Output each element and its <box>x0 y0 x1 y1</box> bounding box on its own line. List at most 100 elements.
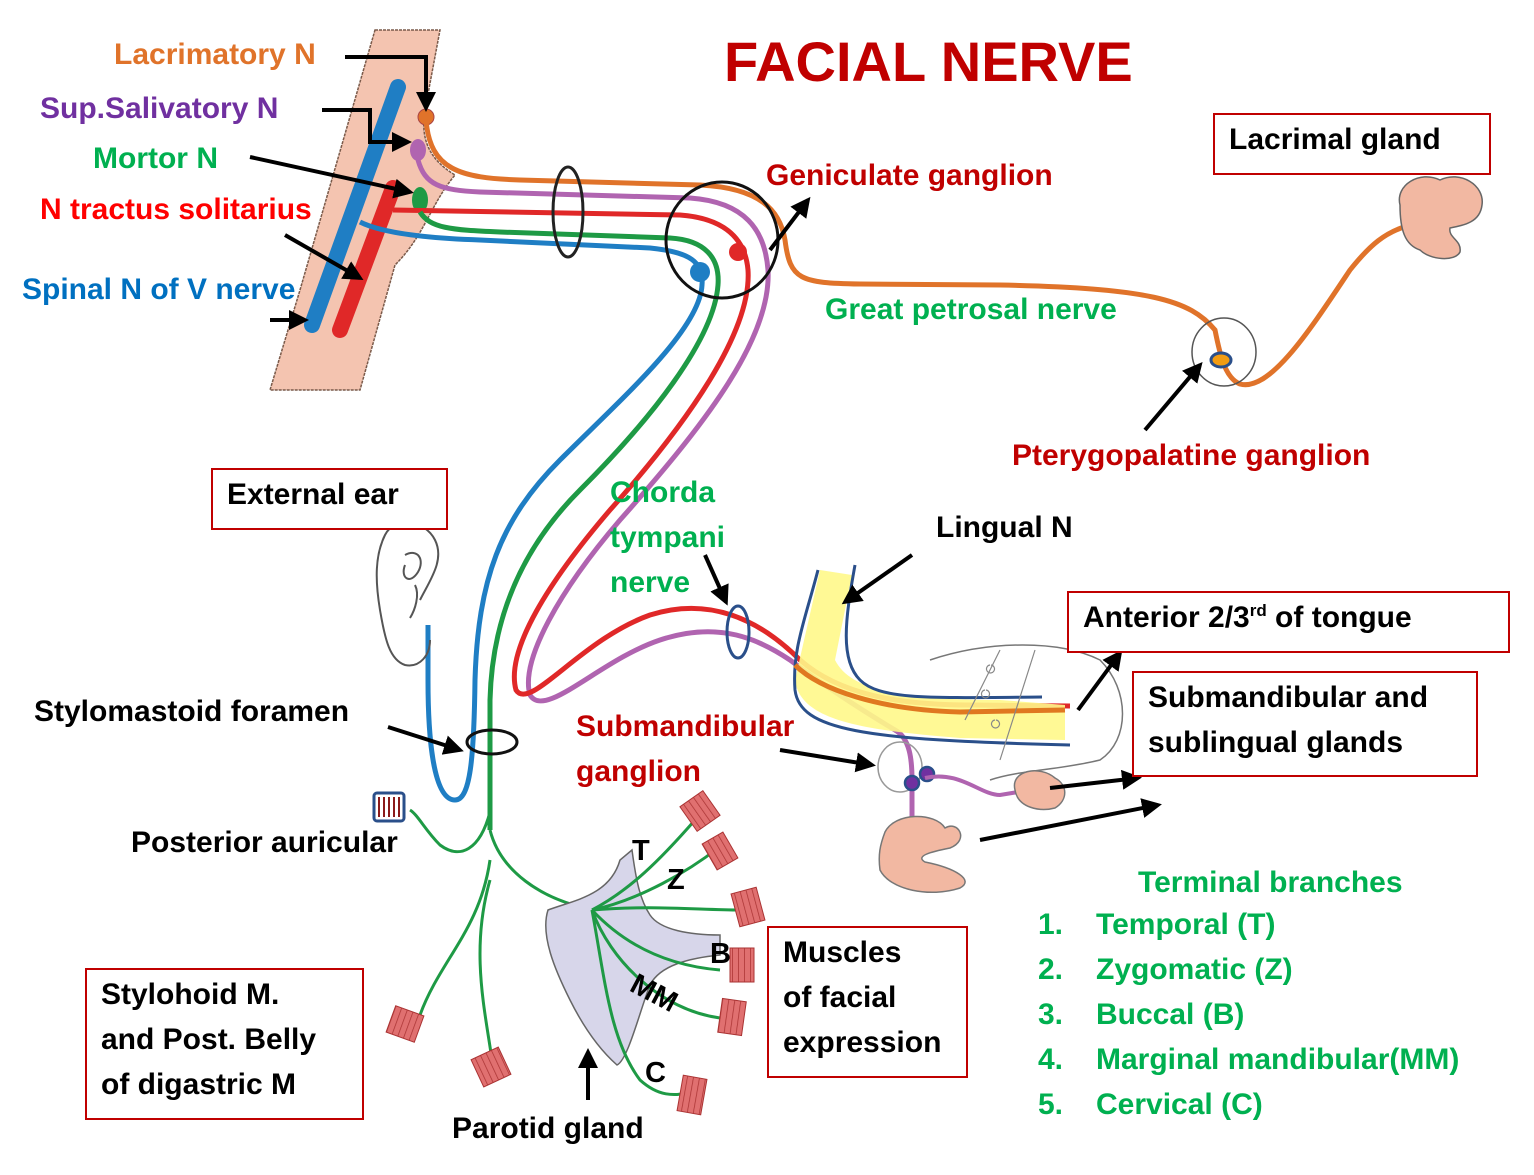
muscle-mm <box>717 997 747 1037</box>
box-muscles-line3: expression <box>783 1026 942 1059</box>
box-external-ear: External ear <box>211 468 448 530</box>
lingual-outline-right <box>844 564 1043 700</box>
box-muscles-facial-expression: Muscles of facial expression <box>767 926 968 1078</box>
box-muscles-line1: Muscles <box>783 936 902 969</box>
muscle-temporal <box>679 789 721 833</box>
geniculate-red-dot <box>729 243 747 261</box>
terminal-branch-num: 1. <box>1038 908 1064 941</box>
label-geniculate-ganglion: Geniculate ganglion <box>766 159 1053 192</box>
digastric-branch-2 <box>478 879 494 1061</box>
letter-zygomatic: Z <box>667 864 685 896</box>
geniculate-blue-dot <box>690 262 710 282</box>
tongue-outline <box>929 644 1124 781</box>
terminal-branch-label: Marginal mandibular(MM) <box>1096 1043 1460 1076</box>
letter-temporal: T <box>632 835 650 867</box>
arrow-geniculate <box>768 196 811 252</box>
box-tongue-superscript: rd <box>1249 601 1267 620</box>
terminal-branch-label: Buccal (B) <box>1096 998 1245 1031</box>
arrow-salivatory <box>322 108 412 152</box>
box-external-ear-text: External ear <box>227 478 399 511</box>
submandibular-dot-1 <box>903 774 921 792</box>
box-muscles-line2: of facial <box>783 981 897 1014</box>
submandibular-gland-shape <box>878 815 966 894</box>
sup-salivatory-nucleus <box>410 139 426 161</box>
terminal-branches-heading: Terminal branches <box>1138 866 1403 899</box>
meatus-ring <box>551 165 585 259</box>
arrow-lingual <box>841 553 914 605</box>
terminal-branch-item: 1. Temporal (T) <box>1038 908 1459 953</box>
box-stylohoid-line3: of digastric M <box>101 1068 297 1101</box>
label-great-petrosal: Great petrosal nerve <box>825 293 1117 326</box>
label-chorda-line3: nerve <box>610 566 691 599</box>
label-submandibular-line1: Submandibular <box>576 710 795 743</box>
label-stylomastoid-foramen: Stylomastoid foramen <box>34 695 350 728</box>
spinal-v-fiber <box>358 219 705 803</box>
terminal-branch-item: 4. Marginal mandibular(MM) <box>1038 1043 1459 1088</box>
terminal-branches-list: 1. Temporal (T) 2.Zygomatic (Z) 3. Buccal … <box>1038 908 1459 1133</box>
label-chorda-line2: tympani <box>610 521 726 554</box>
label-chorda-line1: Chorda <box>610 476 715 509</box>
muscle-zygomatic <box>701 831 739 871</box>
box-stylohoid-digastric: Stylohoid M. and Post. Belly of digastri… <box>85 968 364 1120</box>
label-parotid-gland: Parotid gland <box>452 1112 644 1145</box>
letter-cervical: C <box>645 1057 666 1089</box>
terminal-branch-num: 4. <box>1038 1043 1064 1076</box>
stylomastoid-ring <box>465 728 519 756</box>
arrow-stylomastoid <box>387 725 464 755</box>
arrow-motor <box>249 155 414 199</box>
muscle-digastric <box>470 1046 512 1088</box>
posterior-auricular-branch <box>409 808 492 854</box>
label-chorda-tympani: Chorda tympani nerve <box>610 470 725 605</box>
tractus-solitarius-nucleus <box>332 180 401 338</box>
label-submandibular-line2: ganglion <box>576 755 701 788</box>
label-lacrimatory-nucleus: Lacrimatory N <box>114 38 316 71</box>
spinal-v-nucleus <box>304 79 406 333</box>
tongue-papillae <box>964 649 1036 761</box>
box-glands-line2: sublingual glands <box>1148 726 1404 759</box>
label-spinal-v: Spinal N of V nerve <box>22 273 296 306</box>
label-submandibular-ganglion: Submandibular ganglion <box>576 704 794 794</box>
arrow-solitarius <box>284 233 364 280</box>
pterygopalatine-ring <box>1191 317 1257 387</box>
terminal-branch-num: 2. <box>1038 953 1064 986</box>
chorda-ring <box>725 604 751 660</box>
box-lacrimal-gland: Lacrimal gland <box>1213 113 1491 175</box>
box-lacrimal-gland-text: Lacrimal gland <box>1229 123 1441 156</box>
letter-buccal: B <box>710 938 731 970</box>
arrow-tongue <box>1076 649 1123 712</box>
muscle-buccal-2 <box>729 947 755 983</box>
terminal-branch-num: 3. <box>1038 998 1064 1031</box>
arrow-submandibular-ganglion <box>779 748 876 773</box>
label-motor-nucleus: Mortor N <box>93 142 218 175</box>
salivary-branch <box>924 774 1031 798</box>
arrow-sublingual <box>1049 769 1142 790</box>
pterygopalatine-dot <box>1209 351 1233 369</box>
arrow-chorda <box>703 554 729 606</box>
lingual-nerve-band <box>795 570 1065 740</box>
box-anterior-tongue: Anterior 2/3rd of tongue <box>1067 591 1510 653</box>
terminal-branch-label: Cervical (C) <box>1096 1088 1263 1121</box>
label-sup-salivatory-nucleus: Sup.Salivatory N <box>40 92 279 125</box>
label-lingual-nerve: Lingual N <box>936 511 1073 544</box>
label-tractus-solitarius: N tractus solitarius <box>40 193 312 226</box>
submandibular-ganglion-ring <box>877 741 923 793</box>
lacrimal-gland-shape <box>1398 176 1483 260</box>
muscle-cervical <box>676 1074 708 1116</box>
terminal-branch-item: 2.Zygomatic (Z) <box>1038 953 1459 998</box>
muscle-blocks <box>372 789 766 1116</box>
box-stylohoid-line1: Stylohoid M. <box>101 978 280 1011</box>
motor-fiber <box>417 210 721 830</box>
terminal-branch-item: 5.Cervical (C) <box>1038 1088 1459 1133</box>
terminal-branch-label: Temporal (T) <box>1096 908 1276 941</box>
box-stylohoid-line2: and Post. Belly <box>101 1023 317 1056</box>
label-pterygopalatine-ganglion: Pterygopalatine ganglion <box>1012 439 1371 472</box>
box-submandibular-sublingual: Submandibular and sublingual glands <box>1132 671 1478 777</box>
arrow-submandibular-gland <box>979 798 1162 842</box>
terminal-branch-item: 3. Buccal (B) <box>1038 998 1459 1043</box>
motor-nucleus <box>412 187 428 213</box>
muscle-stylohoid <box>385 1005 425 1043</box>
box-tongue-prefix: Anterior 2/3 <box>1083 601 1250 634</box>
muscle-buccal-1 <box>730 886 766 928</box>
arrow-lacrimatory <box>345 55 436 112</box>
